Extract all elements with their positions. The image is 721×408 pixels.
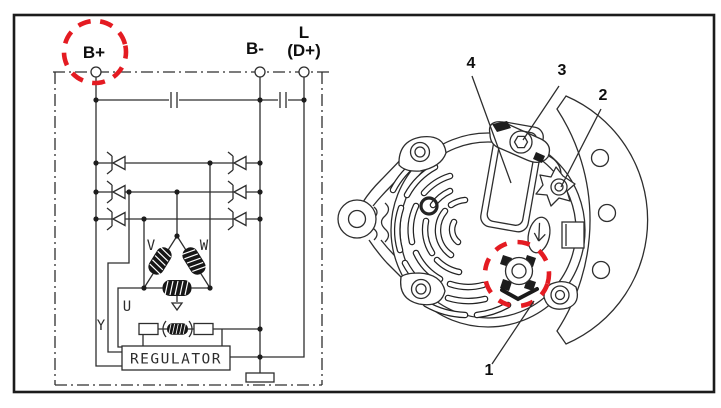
label-b-plus: B+: [83, 43, 105, 62]
nut-3: [509, 130, 533, 154]
capacitor-2: [279, 92, 287, 108]
terminal-b-minus: [254, 66, 266, 78]
terminal-l: [298, 66, 310, 78]
stud-highlight-circle: [482, 239, 552, 309]
flange-hole-3: [591, 260, 611, 280]
regulator-box: [121, 345, 231, 371]
resistor-1: [138, 322, 159, 336]
shaft-boss-bore: [347, 209, 367, 229]
ground-strap: [245, 372, 275, 383]
terminal-bracket-top: [488, 121, 562, 174]
mounting-ear-bottom-left: [399, 272, 446, 306]
capacitor-1: [170, 92, 178, 108]
b-plus-highlight-circle: [61, 18, 129, 86]
bearing-screw: [419, 196, 439, 216]
junction-dots: [93, 97, 307, 360]
flange-hole-2: [597, 203, 617, 223]
rotation-marker: [527, 216, 551, 254]
label-phase-w: W: [200, 238, 209, 254]
b-plus-stud: [500, 255, 539, 302]
callout-2: 2: [599, 87, 608, 104]
mounting-ear-top-left: [398, 135, 447, 172]
stator-winding-u: [162, 279, 192, 297]
callout-leader-lines: [471, 75, 602, 365]
callout-3: 3: [558, 62, 567, 79]
callout-1: 1: [485, 362, 494, 379]
label-b-minus: B-: [246, 39, 264, 58]
case-boundary: [53, 71, 331, 386]
resistor-2: [193, 322, 214, 336]
side-connector: [561, 221, 585, 249]
phase-tap-arrow: [170, 302, 184, 312]
callouts: 4 3 2 1: [467, 55, 608, 379]
terminal-b-plus: [90, 66, 102, 78]
label-l: L: [299, 23, 309, 42]
figure-border: [12, 13, 716, 394]
alternator-rear-view: [337, 95, 649, 345]
label-d-plus: (D+): [287, 41, 321, 60]
field-winding-with-brushes: [162, 320, 193, 338]
callout-4: 4: [467, 55, 476, 72]
mounting-ear-bottom-right: [543, 280, 579, 310]
label-phase-v: V: [147, 238, 156, 254]
label-phase-u: U: [123, 299, 131, 315]
wiring-schematic: REGULATOR B+ B- L (D+) V W U Y: [53, 18, 331, 386]
regulator-label: REGULATOR: [130, 352, 222, 368]
label-phase-y: Y: [97, 318, 106, 334]
flange-hole-1: [590, 148, 610, 168]
